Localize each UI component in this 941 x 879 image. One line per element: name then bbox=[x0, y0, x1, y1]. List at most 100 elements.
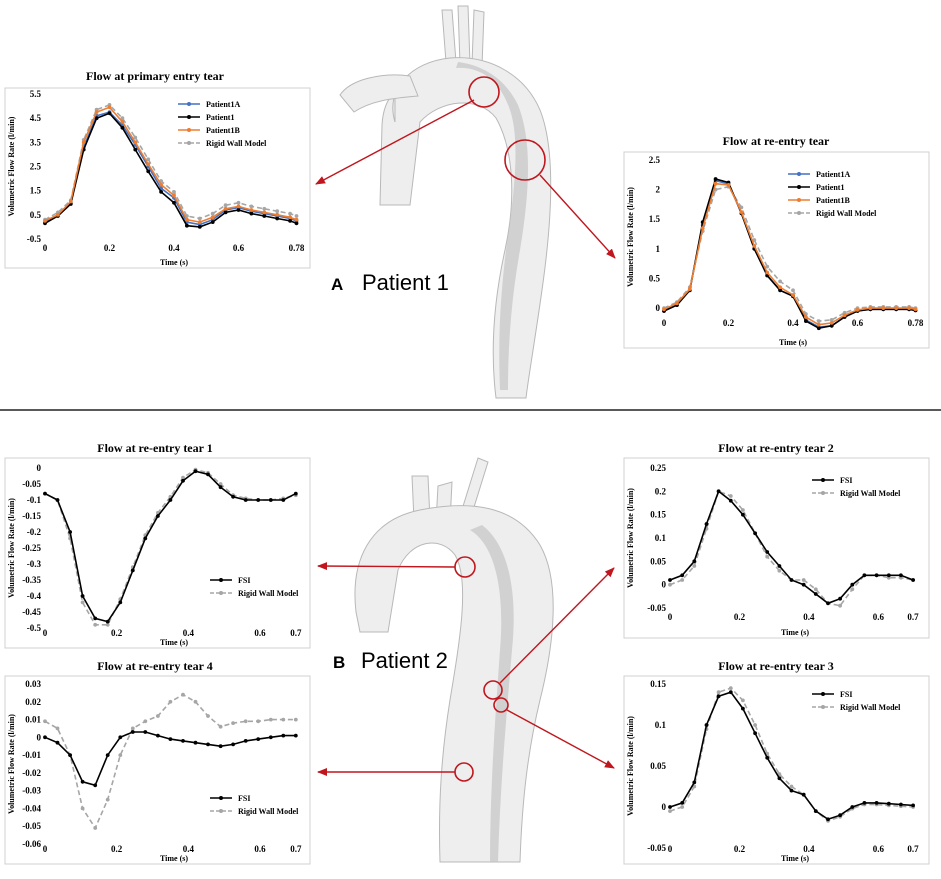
y-tick-label: -0.4 bbox=[27, 591, 42, 601]
legend-marker bbox=[187, 128, 191, 132]
chart-primary-entry: Flow at primary entry tear-0.50.51.52.53… bbox=[4, 69, 311, 269]
data-point bbox=[838, 603, 842, 608]
data-point bbox=[262, 214, 267, 218]
x-tick-label: 0.78 bbox=[908, 318, 924, 328]
legend-marker bbox=[187, 115, 191, 119]
data-point bbox=[816, 319, 821, 323]
data-point bbox=[816, 326, 821, 331]
data-point bbox=[281, 717, 286, 722]
data-point bbox=[668, 578, 672, 582]
data-point bbox=[911, 803, 915, 808]
x-tick-label: 0.4 bbox=[183, 628, 195, 638]
legend-label: Rigid Wall Model bbox=[840, 489, 901, 498]
data-point bbox=[210, 211, 215, 216]
chart-title: Flow at re-entry tear 2 bbox=[718, 441, 834, 455]
data-point bbox=[218, 482, 223, 486]
data-point bbox=[80, 600, 85, 605]
data-point bbox=[739, 210, 744, 215]
data-point bbox=[236, 200, 241, 205]
pointer-arrows bbox=[315, 99, 616, 776]
data-point bbox=[156, 514, 160, 518]
y-tick-label: -0.2 bbox=[27, 527, 42, 537]
data-point bbox=[262, 206, 267, 211]
data-point bbox=[56, 212, 60, 217]
arrow-primary-entry bbox=[315, 99, 475, 185]
data-point bbox=[197, 220, 202, 225]
data-point bbox=[168, 737, 173, 741]
data-point bbox=[159, 182, 164, 187]
data-point bbox=[193, 740, 198, 745]
x-tick-label: 0.4 bbox=[803, 612, 815, 622]
series-line bbox=[663, 178, 916, 330]
x-tick-label: 0 bbox=[43, 243, 48, 253]
data-point bbox=[765, 264, 770, 269]
data-point bbox=[159, 190, 164, 194]
data-point bbox=[236, 204, 241, 209]
y-axis-label: Volumetric Flow Rate (l/min) bbox=[626, 716, 635, 816]
legend-marker bbox=[797, 172, 801, 176]
y-tick-label: 0.25 bbox=[650, 463, 666, 473]
data-point bbox=[716, 489, 721, 494]
legend-marker bbox=[821, 491, 825, 495]
data-point bbox=[741, 706, 745, 711]
y-tick-label: 0.1 bbox=[655, 533, 667, 543]
data-point bbox=[249, 204, 254, 209]
x-tick-label: 0 bbox=[43, 628, 48, 638]
data-point bbox=[850, 587, 855, 592]
data-point bbox=[249, 211, 254, 216]
y-tick-label: 2.5 bbox=[30, 162, 42, 172]
data-point bbox=[829, 323, 834, 328]
data-point bbox=[741, 512, 745, 517]
data-point bbox=[789, 784, 794, 789]
data-point bbox=[168, 699, 173, 704]
y-tick-label: 3.5 bbox=[30, 137, 42, 147]
data-point bbox=[120, 119, 125, 124]
y-tick-label: 0.03 bbox=[25, 679, 41, 689]
y-tick-label: 0.5 bbox=[649, 273, 661, 283]
data-point bbox=[43, 219, 47, 223]
data-point bbox=[231, 494, 236, 499]
data-point bbox=[692, 564, 697, 568]
data-point bbox=[288, 211, 292, 216]
data-point bbox=[680, 801, 685, 805]
data-point bbox=[765, 755, 770, 760]
data-point bbox=[262, 210, 267, 215]
data-point bbox=[281, 498, 286, 502]
chart-reentry-1: Flow at re-entry tear 1-0.5-0.45-0.4-0.3… bbox=[4, 441, 311, 649]
data-point bbox=[105, 622, 110, 627]
legend-marker bbox=[821, 478, 825, 482]
data-point bbox=[728, 690, 733, 695]
y-tick-label: 0.5 bbox=[30, 210, 42, 220]
data-point bbox=[68, 199, 73, 204]
y-tick-label: -0.1 bbox=[27, 495, 42, 505]
data-point bbox=[130, 730, 135, 734]
data-point bbox=[236, 208, 241, 212]
data-point bbox=[862, 801, 867, 805]
data-point bbox=[842, 313, 847, 318]
data-point bbox=[868, 306, 873, 310]
data-point bbox=[713, 177, 718, 181]
data-point bbox=[816, 322, 821, 327]
data-point bbox=[850, 582, 855, 587]
arrow-reentry-1 bbox=[317, 562, 456, 571]
data-point bbox=[105, 753, 110, 757]
x-tick-label: 0.2 bbox=[723, 318, 735, 328]
data-point bbox=[206, 714, 210, 718]
series-line bbox=[669, 490, 914, 607]
data-point bbox=[268, 717, 273, 722]
data-point bbox=[156, 733, 160, 738]
data-point bbox=[210, 220, 215, 225]
data-point bbox=[118, 753, 123, 757]
data-point bbox=[210, 215, 215, 220]
data-point bbox=[118, 735, 123, 740]
y-tick-label: -0.02 bbox=[22, 768, 41, 778]
y-tick-label: 0 bbox=[662, 580, 667, 590]
data-point bbox=[218, 724, 223, 729]
arrow-reentry-2 bbox=[499, 567, 615, 684]
data-point bbox=[829, 318, 834, 322]
data-point bbox=[223, 206, 228, 211]
y-tick-label: -0.05 bbox=[647, 843, 666, 853]
x-tick-label: 0.4 bbox=[787, 318, 799, 328]
chart-title: Flow at re-entry tear bbox=[723, 134, 830, 148]
y-tick-label: -0.04 bbox=[22, 803, 41, 813]
